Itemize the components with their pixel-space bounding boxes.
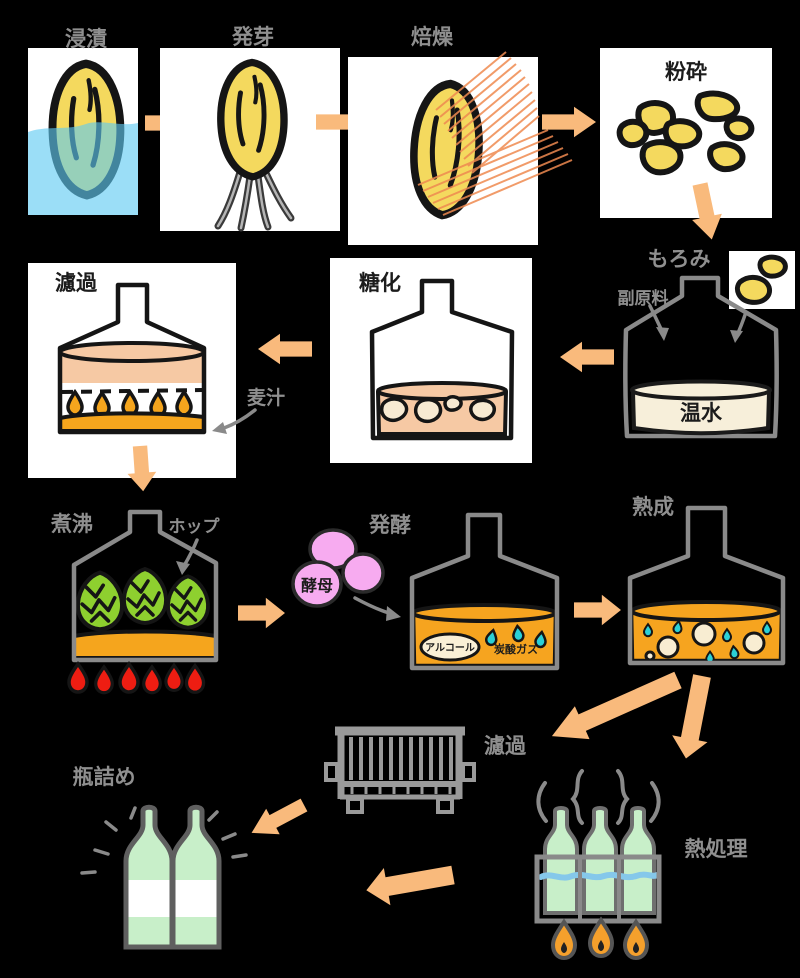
mash-liquid-surface: [376, 381, 508, 401]
steeping-water: [28, 122, 138, 215]
step-kilning: 焙燥: [348, 25, 573, 245]
heat-rays-icon: [417, 51, 573, 216]
wort-pointer-arrow-icon: [212, 408, 257, 434]
germinated-grain-icon: [221, 62, 284, 176]
milled-grain-bits-icon: [734, 254, 788, 305]
step-steeping: 浸漬: [28, 27, 138, 215]
warm-water-liquid: [630, 390, 772, 436]
grain-in-mash-icon: [379, 395, 497, 424]
yeast-pitch-arrow-icon: [353, 596, 401, 621]
mash-vessel-icon: [623, 275, 779, 439]
steam-icon: [536, 769, 661, 825]
label-bottling: 瓶詰め: [73, 765, 136, 789]
fermentation-tank-icon: [409, 512, 560, 671]
step-saccharification: 糖化: [330, 258, 532, 463]
step-filtration: 濾過: [324, 726, 527, 814]
step-fermentation: 発酵 酵母 アルコール 炭酸ガス: [291, 512, 560, 671]
water-bath-line: [538, 871, 660, 881]
maturing-beer-surface: [630, 600, 782, 622]
grain-pour-arrow-icon: [730, 310, 748, 343]
step-heat-treatment: 熱処理: [534, 769, 748, 960]
step-milling: 粉砕: [600, 48, 772, 218]
crushed-grain-icon: [616, 90, 755, 176]
label-alcohol: アルコール: [425, 642, 475, 654]
pasteurize-flames-icon: [551, 918, 649, 960]
step-germination: 発芽: [160, 25, 340, 232]
label-co2: 炭酸ガス: [494, 642, 538, 656]
boil-kettle-icon: [71, 509, 219, 663]
rootlets-icon: [214, 167, 295, 232]
step-mash: もろみ 副原料 温水: [618, 247, 795, 439]
label-saccharification: 糖化: [359, 271, 401, 295]
yeast-cells-icon: 酵母: [291, 528, 385, 608]
warm-water-surface: [630, 379, 772, 401]
false-bottom-dashed-line: [61, 388, 203, 394]
label-kilning: 焙燥: [411, 25, 454, 49]
label-adjuncts: 副原料: [618, 288, 669, 309]
bottle-label: [128, 880, 170, 917]
label-heat-treatment: 熱処理: [685, 837, 748, 861]
step-boiling: 煮沸 ホップ: [50, 509, 221, 695]
filter-machine-icon: [324, 726, 476, 814]
adjunct-pour-arrow-icon: [648, 304, 669, 341]
label-mash: もろみ: [648, 247, 711, 271]
finished-bottles-icon: [126, 807, 219, 947]
step-maturation: 熟成: [627, 495, 786, 666]
hops-pour-arrow-icon: [176, 538, 199, 575]
label-warm-water: 温水: [680, 401, 723, 425]
wort-layer: [58, 411, 206, 433]
label-fermentation: 発酵: [368, 513, 411, 537]
sparkle-lines-icon: [80, 806, 248, 875]
saccharification-vessel-icon: [369, 278, 515, 441]
step-bottling: 瓶詰め: [73, 765, 248, 947]
label-milling: 粉砕: [665, 60, 707, 84]
mash-bed-surface: [58, 341, 206, 363]
fermenting-beer-surface: [411, 603, 557, 623]
hop-cones-icon: [78, 567, 210, 629]
maturation-tank-icon: [627, 505, 786, 666]
alcohol-bubble-icon: [419, 632, 481, 662]
label-lautering: 濾過: [55, 271, 98, 295]
lauter-tun-icon: [57, 282, 207, 435]
label-maturation: 熟成: [632, 495, 674, 519]
label-boiling: 煮沸: [50, 512, 93, 536]
label-wort: 麦汁: [247, 386, 285, 409]
label-hops: ホップ: [169, 516, 221, 537]
bottles-in-bath-icon: [543, 806, 656, 915]
bottle-label: [175, 880, 217, 917]
label-filtration: 濾過: [484, 734, 527, 758]
sediment-bubbles-icon: [644, 621, 766, 662]
label-yeast: 酵母: [301, 576, 333, 595]
label-steeping: 浸漬: [65, 27, 107, 51]
label-germination: 発芽: [231, 25, 274, 49]
boiling-wort-liquid: [72, 629, 218, 660]
step-lautering: 濾過 麦汁: [28, 263, 285, 478]
